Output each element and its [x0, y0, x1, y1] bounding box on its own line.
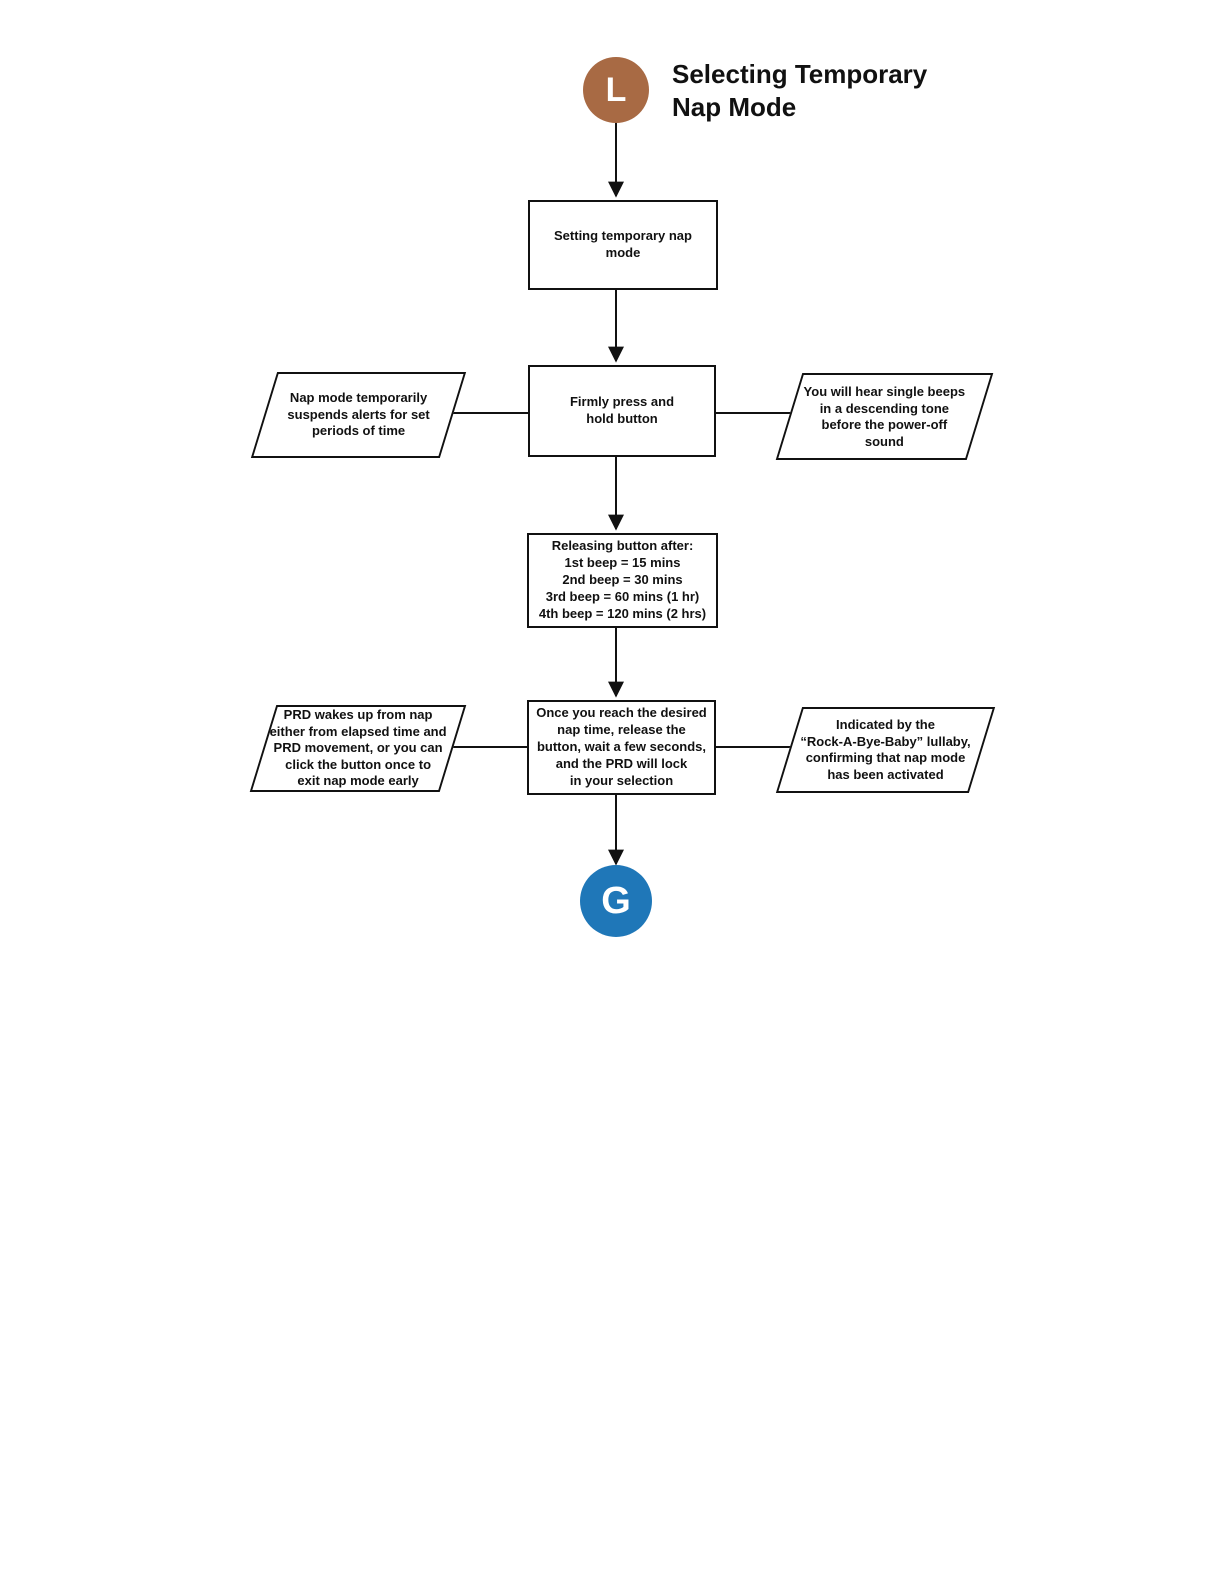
end-terminal: G [580, 865, 652, 937]
start-terminal-label: L [605, 70, 627, 109]
note-single-beeps-descending-tone-text: You will hear single beeps in a descendi… [803, 383, 966, 449]
end-terminal-label: G [601, 879, 631, 922]
step-setting-temporary-nap-mode: Setting temporary nap mode [528, 200, 718, 290]
page-title: Selecting Temporary Nap Mode [672, 59, 928, 122]
note-nap-mode-suspends-alerts-text: Nap mode temporarily suspends alerts for… [287, 390, 430, 439]
step-releasing-button-timings: Releasing button after: 1st beep = 15 mi… [527, 533, 718, 628]
step-press-and-hold-button: Firmly press and hold button [528, 365, 716, 457]
note-prd-wakes-from-nap: PRD wakes up from nap either from elapse… [249, 705, 467, 792]
step-release-and-lock-selection: Once you reach the desired nap time, rel… [527, 700, 716, 795]
note-nap-mode-suspends-alerts: Nap mode temporarily suspends alerts for… [250, 372, 467, 458]
note-prd-wakes-from-nap-text: PRD wakes up from nap either from elapse… [269, 707, 447, 789]
note-rockabye-baby-lullaby-text: Indicated by the “Rock-A-Bye-Baby” lulla… [800, 717, 971, 782]
note-rockabye-baby-lullaby: Indicated by the “Rock-A-Bye-Baby” lulla… [775, 707, 996, 793]
start-terminal: L [583, 57, 649, 123]
note-single-beeps-descending-tone: You will hear single beeps in a descendi… [775, 373, 994, 460]
